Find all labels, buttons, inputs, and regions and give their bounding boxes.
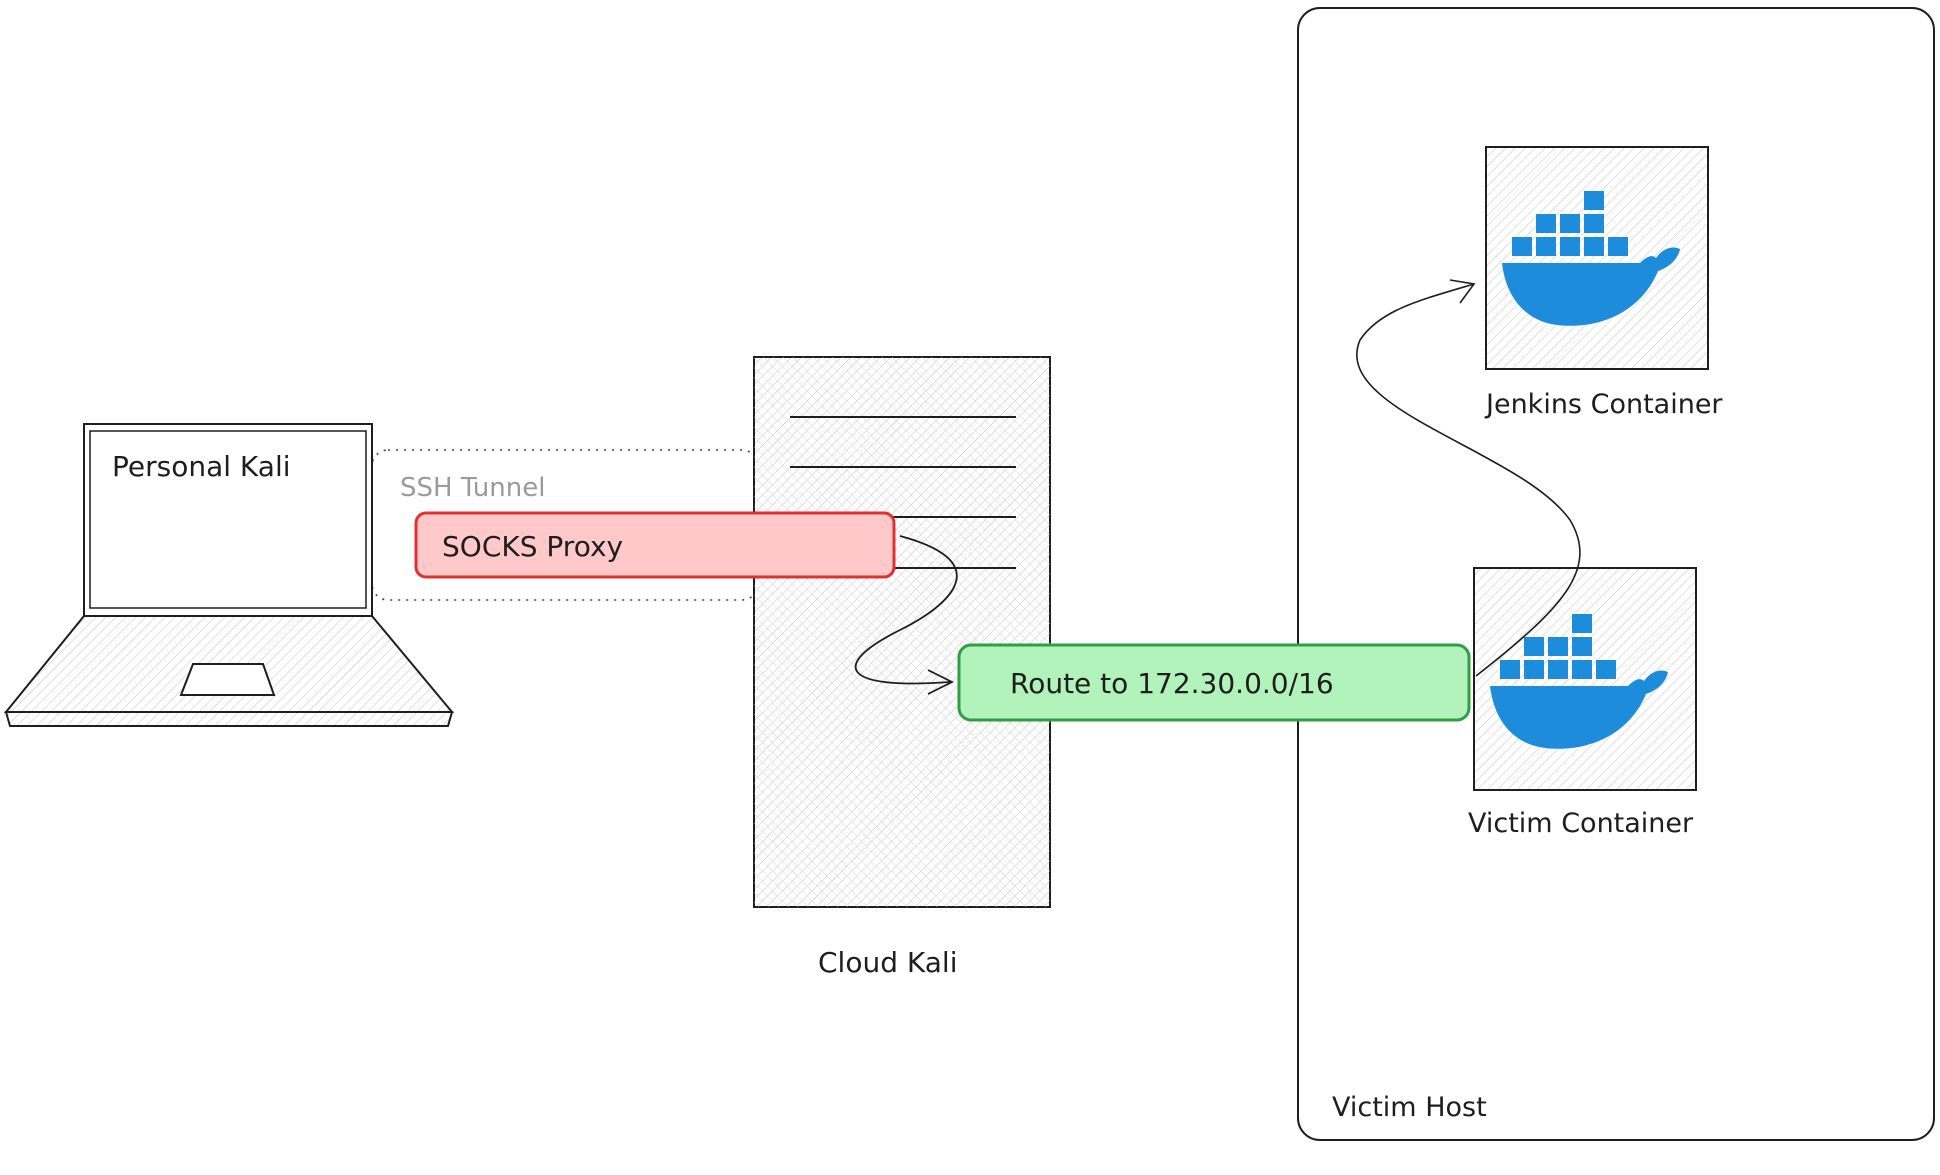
victim-container-node: Victim Container xyxy=(1468,567,1697,839)
laptop-icon: Personal Kali xyxy=(3,423,455,727)
victim-host-label: Victim Host xyxy=(1332,1092,1487,1123)
server-icon xyxy=(753,356,1051,908)
route-box: Route to 172.30.0.0/16 xyxy=(957,643,1471,722)
socks-proxy-box: SOCKS Proxy xyxy=(414,511,896,579)
ssh-tunnel-label: SSH Tunnel xyxy=(400,473,545,503)
victim-host-frame: Victim Host xyxy=(1297,7,1935,1141)
personal-kali-label: Personal Kali xyxy=(112,450,291,483)
jenkins-container-node: Jenkins Container xyxy=(1484,146,1723,420)
victim-container-label: Victim Container xyxy=(1468,808,1694,839)
cloud-kali-label: Cloud Kali xyxy=(818,946,957,979)
route-label: Route to 172.30.0.0/16 xyxy=(1010,667,1334,700)
victim-to-jenkins-arrow xyxy=(1356,279,1581,677)
socks-proxy-label: SOCKS Proxy xyxy=(442,530,623,563)
ssh-tunnel-frame: SSH Tunnel xyxy=(371,449,759,601)
socks-to-route-arrow xyxy=(854,535,958,695)
jenkins-container-label: Jenkins Container xyxy=(1484,389,1723,420)
